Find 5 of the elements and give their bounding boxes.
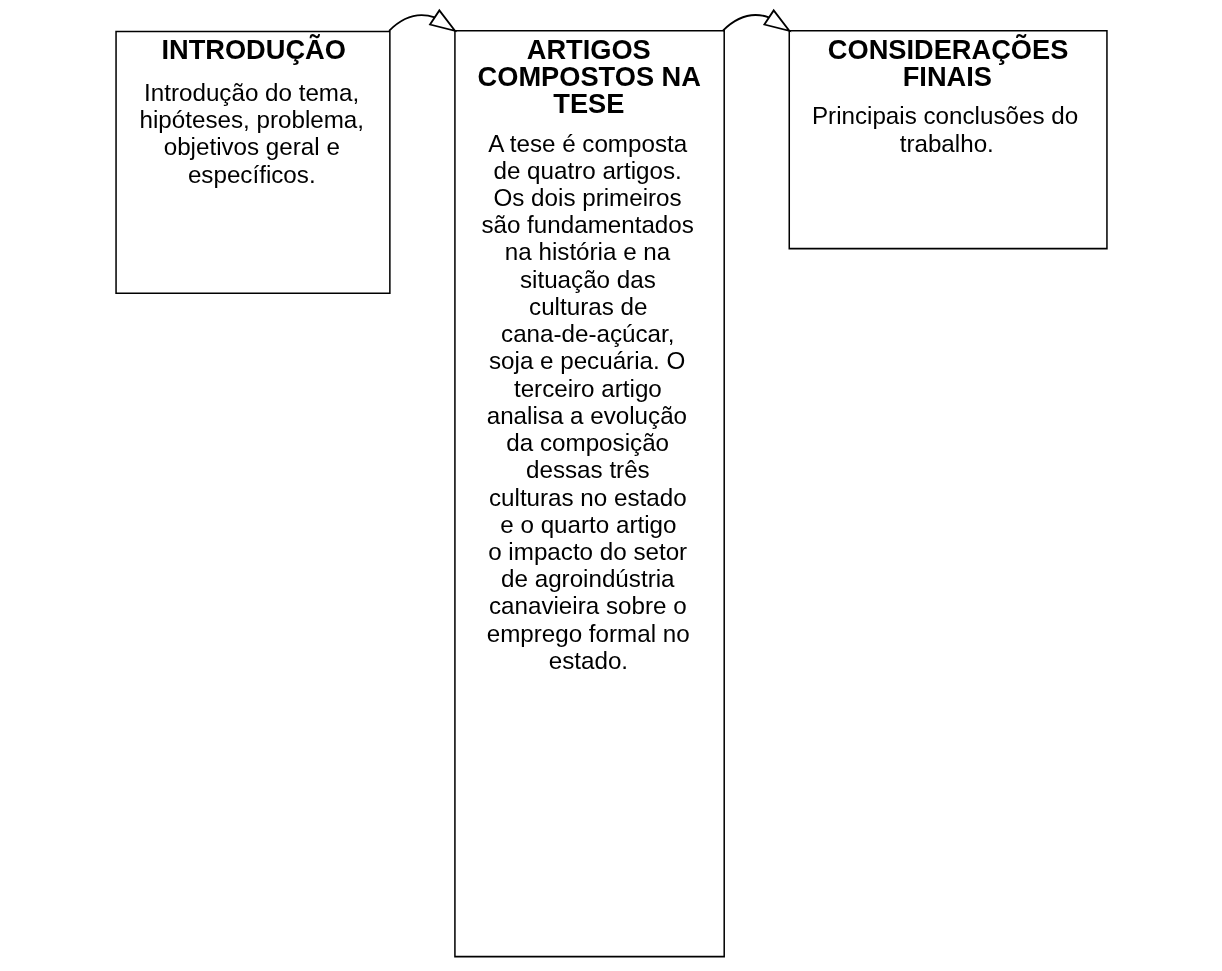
node-box: CONSIDERAÇÕES FINAIS Principais conclusões do trabalho. — [788, 30, 1108, 250]
node-box: INTRODUÇÃO Introdução do tema, hipóteses, problema, objetivos geral e específicos. — [114, 30, 391, 294]
node-box: ARTIGOS COMPOSTOS NA TESE A tese é composta de quatro artigos. Os dois primeiros são fundamentados na história e na situação das culturas de cana-de-açúcar, soja e pecuária. O terceiro artigo analisa a evolução da composição dessas três culturas no estado e o quarto artigo o impacto do setor de agroindústria canavieira sobre o emprego formal no estado. — [453, 30, 725, 958]
arrow — [721, 8, 792, 33]
arrow — [387, 8, 457, 33]
